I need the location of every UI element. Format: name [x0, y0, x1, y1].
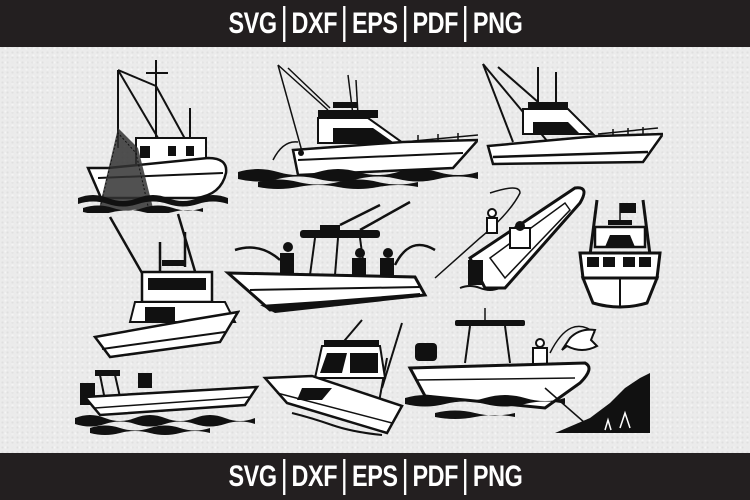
shrimp-trawler-illustration	[78, 58, 238, 213]
sportfish-stern-illustration	[90, 212, 240, 362]
format-dxf: DXF	[291, 6, 337, 40]
format-dxf: DXF	[291, 459, 337, 493]
format-png: PNG	[472, 459, 522, 493]
format-pdf: PDF	[412, 6, 458, 40]
format-svg: SVG	[228, 6, 277, 40]
flats-skiff-illustration	[75, 365, 265, 440]
sportfish-bow-illustration	[262, 318, 412, 443]
separator	[463, 458, 467, 495]
bay-boat-topdown-illustration	[430, 178, 590, 298]
format-svg: SVG	[228, 459, 277, 493]
separator	[342, 458, 346, 495]
sportfish-yacht-side-illustration	[478, 62, 663, 177]
format-list-top: SVG DXF EPS PDF PNG	[223, 5, 526, 42]
center-console-fish-reef-illustration	[405, 308, 655, 443]
separator	[403, 458, 406, 495]
top-format-banner: SVG DXF EPS PDF PNG	[0, 0, 750, 47]
separator	[282, 458, 285, 495]
separator	[463, 5, 467, 42]
bottom-format-banner: SVG DXF EPS PDF PNG	[0, 453, 750, 500]
sportfish-yacht-angler-illustration	[238, 60, 478, 190]
format-eps: EPS	[351, 6, 398, 40]
format-eps: EPS	[351, 459, 398, 493]
separator	[342, 5, 346, 42]
trawler-bow-front-illustration	[575, 195, 665, 310]
format-png: PNG	[472, 6, 522, 40]
separator	[282, 5, 285, 42]
center-console-anglers-illustration	[220, 195, 440, 320]
format-list-bottom: SVG DXF EPS PDF PNG	[223, 458, 526, 495]
format-pdf: PDF	[412, 459, 458, 493]
separator	[403, 5, 406, 42]
